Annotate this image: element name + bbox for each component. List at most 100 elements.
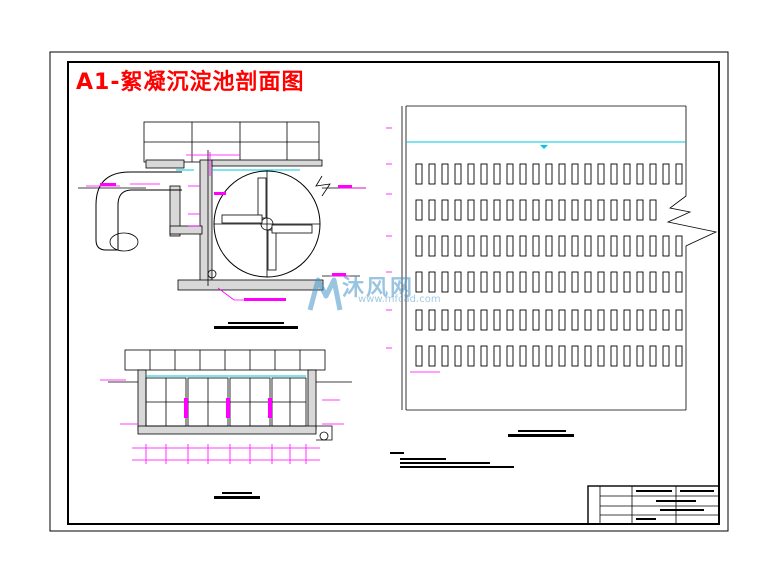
- notes-block: [390, 452, 514, 468]
- slot-opening: [662, 345, 670, 367]
- slot-opening: [558, 199, 566, 221]
- slot-opening: [428, 163, 436, 185]
- slot-opening: [506, 345, 514, 367]
- slot-opening: [571, 235, 579, 257]
- slot-opening: [506, 199, 514, 221]
- inner-border: [67, 61, 720, 525]
- slot-opening: [558, 163, 566, 185]
- slot-opening: [493, 345, 501, 367]
- slot-opening: [662, 235, 670, 257]
- title-block-grid: [587, 485, 720, 525]
- slot-opening: [597, 235, 605, 257]
- mf-logo-icon: [307, 277, 343, 311]
- slot-opening: [571, 345, 579, 367]
- watermark-logo-text: 沐风网: [342, 276, 415, 301]
- slot-opening: [610, 235, 618, 257]
- slot-opening: [519, 271, 527, 293]
- slot-opening: [480, 235, 488, 257]
- slot-opening: [415, 309, 423, 331]
- slot-opening: [584, 199, 592, 221]
- slot-opening: [649, 271, 657, 293]
- dimension-chain-bl: [100, 379, 344, 464]
- slot-opening: [597, 163, 605, 185]
- slot-opening: [467, 271, 475, 293]
- slot-opening: [480, 271, 488, 293]
- slot-opening: [597, 199, 605, 221]
- slot-opening: [493, 235, 501, 257]
- watermark-url: www.mfcad.com: [358, 294, 441, 305]
- slot-opening: [467, 235, 475, 257]
- slot-opening: [545, 199, 553, 221]
- slot-opening: [441, 345, 449, 367]
- slot-opening: [623, 345, 631, 367]
- slot-opening: [649, 235, 657, 257]
- slot-opening: [506, 309, 514, 331]
- slot-opening: [467, 309, 475, 331]
- title-block-text-bars: [636, 490, 714, 520]
- slot-opening: [428, 199, 436, 221]
- slot-opening: [506, 163, 514, 185]
- slot-opening: [636, 235, 644, 257]
- slot-opening: [480, 345, 488, 367]
- slot-opening: [428, 235, 436, 257]
- slot-opening: [532, 199, 540, 221]
- slot-opening: [597, 345, 605, 367]
- slot-opening: [623, 235, 631, 257]
- slot-opening: [558, 345, 566, 367]
- slot-opening: [610, 163, 618, 185]
- slot-opening: [558, 309, 566, 331]
- slot-opening: [636, 199, 644, 221]
- slot-opening: [467, 345, 475, 367]
- slot-opening: [675, 345, 683, 367]
- label-bar: [244, 298, 286, 301]
- label-bar: [332, 273, 346, 276]
- slot-opening: [623, 271, 631, 293]
- slot-opening: [519, 235, 527, 257]
- slot-opening: [610, 271, 618, 293]
- slot-opening: [610, 345, 618, 367]
- slot-opening: [532, 271, 540, 293]
- slot-opening: [545, 345, 553, 367]
- slot-opening: [454, 199, 462, 221]
- marker: [226, 398, 230, 418]
- slot-opening: [675, 271, 683, 293]
- slot-opening: [545, 271, 553, 293]
- slot-opening: [636, 309, 644, 331]
- slot-opening: [662, 163, 670, 185]
- slot-opening: [519, 199, 527, 221]
- dimension-ticks-right: [386, 127, 440, 373]
- slot-opening: [623, 163, 631, 185]
- drawing-title: A1-絮凝沉淀池剖面图: [76, 70, 305, 95]
- slot-opening: [441, 271, 449, 293]
- slot-opening: [545, 309, 553, 331]
- slot-opening: [545, 163, 553, 185]
- water-level-triangle-icon: [540, 145, 548, 149]
- slot-opening: [597, 271, 605, 293]
- slot-opening: [532, 345, 540, 367]
- slot-opening: [584, 345, 592, 367]
- slot-opening: [428, 271, 436, 293]
- slot-opening: [610, 309, 618, 331]
- slot-opening: [441, 235, 449, 257]
- slot-opening: [649, 345, 657, 367]
- caption-underline: [214, 326, 298, 329]
- slot-opening: [584, 309, 592, 331]
- caption-underline: [508, 434, 574, 437]
- slot-opening: [415, 271, 423, 293]
- watermark: 沐风网 www.mfcad.com: [306, 272, 466, 320]
- label-bar: [338, 185, 352, 188]
- slot-opening: [675, 309, 683, 331]
- slot-opening: [610, 199, 618, 221]
- slot-opening: [493, 199, 501, 221]
- slot-opening: [584, 271, 592, 293]
- label-bar: [214, 192, 226, 195]
- slot-opening: [480, 199, 488, 221]
- slot-opening: [675, 163, 683, 185]
- slot-opening: [584, 163, 592, 185]
- slot-opening: [441, 309, 449, 331]
- label-bar: [100, 183, 116, 186]
- slot-opening: [454, 345, 462, 367]
- caption-underline: [214, 496, 260, 499]
- slot-opening: [428, 345, 436, 367]
- slot-opening: [506, 235, 514, 257]
